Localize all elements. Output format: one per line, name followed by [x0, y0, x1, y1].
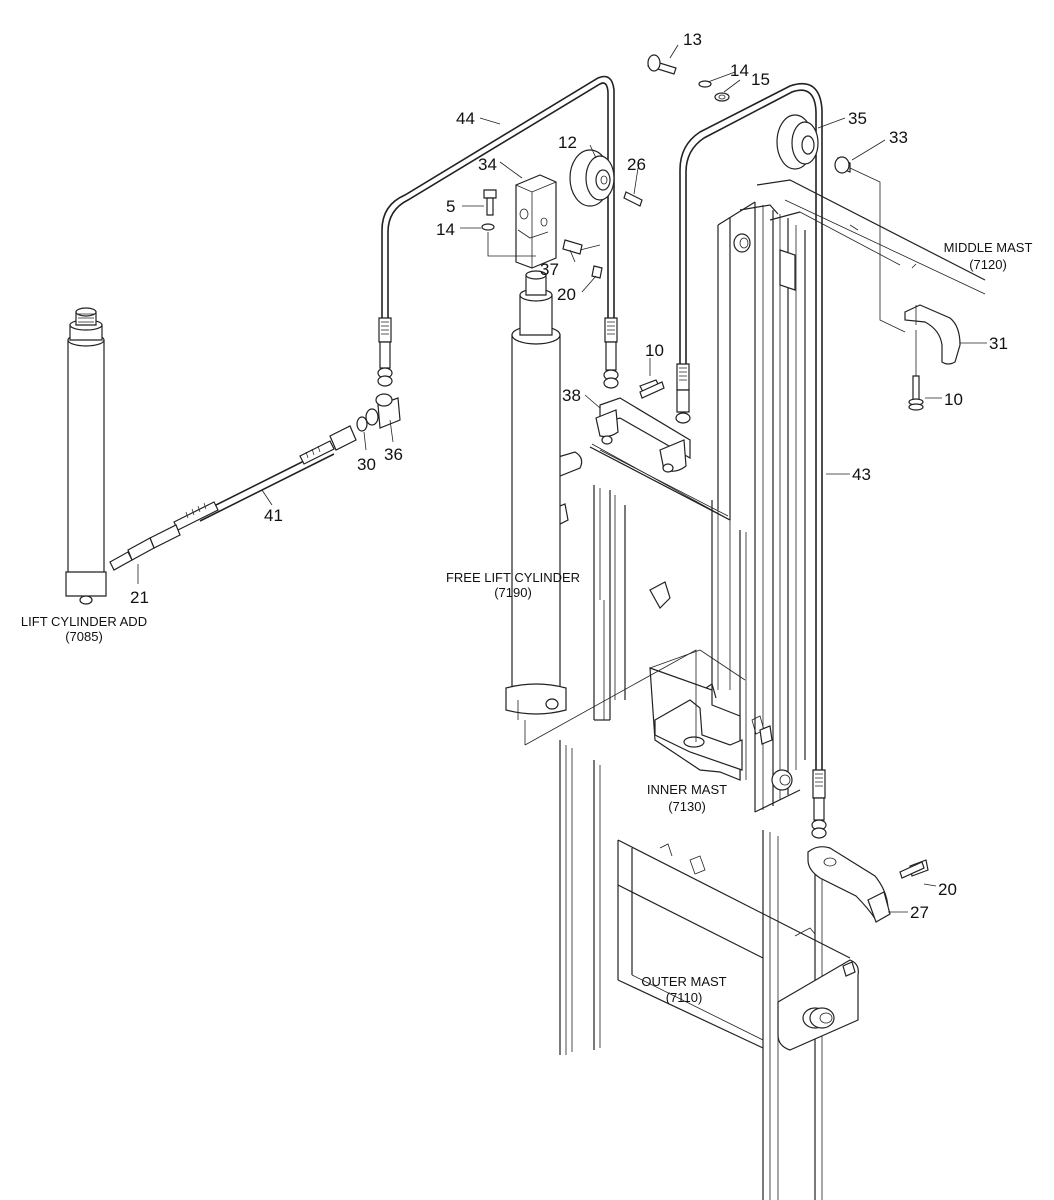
- callout-30: 30: [357, 455, 376, 474]
- callout-33: 33: [889, 128, 908, 147]
- callout-21: 21: [130, 588, 149, 607]
- pulley-35-assembly: [647, 54, 906, 333]
- callout-37: 37: [540, 260, 559, 279]
- leader-lines: [137, 44, 987, 913]
- hose-41: [109, 425, 357, 571]
- label-lift-cylinder-add: LIFT CYLINDER ADD: [21, 614, 147, 629]
- callout-26: 26: [627, 155, 646, 174]
- label-outer-mast-code: (7110): [666, 990, 703, 1005]
- callout-numbers: 13 14 15 44 12 35 33 34 26 5 14 37 20 31…: [130, 30, 1008, 922]
- lift-cylinder-add: [65, 307, 107, 605]
- callout-43: 43: [852, 465, 871, 484]
- assembly-link-lines: [524, 446, 731, 746]
- label-outer-mast: OUTER MAST: [641, 974, 726, 989]
- callout-12: 12: [558, 133, 577, 152]
- label-inner-mast-code: (7130): [668, 799, 706, 814]
- middle-mast: [717, 179, 986, 813]
- block-27: [794, 846, 929, 937]
- label-inner-mast: INNER MAST: [647, 782, 727, 797]
- pulley-12-assembly: [481, 149, 643, 279]
- callout-31: 31: [989, 334, 1008, 353]
- label-lift-cylinder-add-code: (7085): [65, 629, 103, 644]
- hose-44: [377, 75, 619, 389]
- callout-5: 5: [446, 197, 455, 216]
- label-middle-mast-code: (7120): [969, 257, 1007, 272]
- free-lift-cylinder: [505, 270, 567, 720]
- callout-36: 36: [384, 445, 403, 464]
- fittings-30-36: [356, 393, 401, 432]
- callout-35: 35: [848, 109, 867, 128]
- callout-15: 15: [751, 70, 770, 89]
- label-free-lift-cylinder: FREE LIFT CYLINDER: [446, 570, 580, 585]
- label-middle-mast: MIDDLE MAST: [944, 240, 1033, 255]
- callout-38: 38: [562, 386, 581, 405]
- small-hardware: [639, 330, 925, 879]
- callout-20-upper: 20: [557, 285, 576, 304]
- callout-27: 27: [910, 903, 929, 922]
- callout-34: 34: [478, 155, 497, 174]
- callout-10-center: 10: [645, 341, 664, 360]
- callout-14-lower: 14: [436, 220, 455, 239]
- hose-43: [675, 82, 827, 839]
- block-38: [591, 379, 731, 690]
- assembly-labels: MIDDLE MAST (7120) FREE LIFT CYLINDER (7…: [21, 240, 1033, 1005]
- callout-20-lower: 20: [938, 880, 957, 899]
- callout-10-right: 10: [944, 390, 963, 409]
- inner-mast: [547, 446, 765, 781]
- callout-13: 13: [683, 30, 702, 49]
- callout-41: 41: [264, 506, 283, 525]
- callout-44: 44: [456, 109, 475, 128]
- label-free-lift-cylinder-code: (7190): [494, 585, 532, 600]
- outer-mast: [559, 740, 859, 1200]
- callout-14-upper: 14: [730, 61, 749, 80]
